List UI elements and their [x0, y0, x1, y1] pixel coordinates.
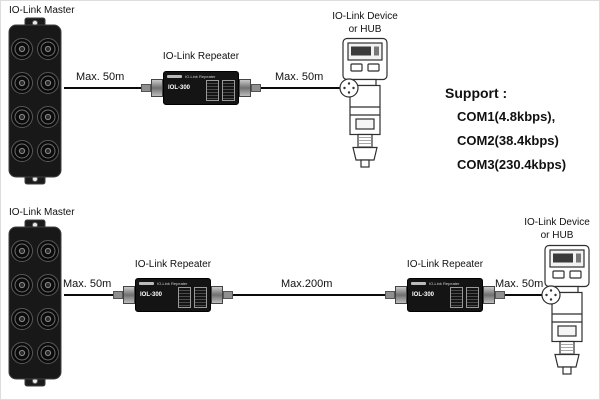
connection-wire — [505, 294, 544, 296]
connector-stub — [113, 291, 123, 299]
connector-nut — [395, 286, 407, 304]
distance-label: Max. 50m — [275, 71, 324, 83]
pin-table — [450, 287, 463, 308]
connector-stub — [251, 84, 261, 92]
pin-table — [466, 287, 479, 308]
brand-mark — [411, 282, 426, 285]
io-link-device-graphic — [541, 244, 590, 375]
connector-nut — [239, 79, 251, 97]
brand-mark — [167, 75, 182, 78]
connection-wire — [261, 87, 340, 89]
support-title: Support : — [445, 85, 508, 101]
master-label-bottom: IO-Link Master — [9, 207, 75, 218]
pin-table — [222, 80, 235, 101]
repeater-body-title: IO-Link Repeater — [157, 281, 188, 286]
support-com3: COM3(230.4kbps) — [457, 157, 567, 172]
repeater-model: IOL-300 — [140, 292, 163, 298]
pin-table — [194, 287, 207, 308]
device-label-line2: or HUB — [348, 23, 382, 35]
repeater-label: IO-Link Repeater — [134, 259, 212, 270]
connector-nut — [123, 286, 135, 304]
repeater-body: IO-Link Repeater IOL-300 — [135, 278, 211, 312]
m12-ports — [11, 240, 59, 364]
connection-wire — [64, 294, 113, 296]
connector-stub — [495, 291, 505, 299]
brand-mark — [139, 282, 154, 285]
device-label: IO-Link Device or HUB — [323, 11, 407, 36]
connector-nut — [211, 286, 223, 304]
io-link-repeater-unit: IO-Link Repeater IOL-300 — [113, 273, 233, 317]
device-label: IO-Link Device or HUB — [515, 217, 599, 242]
distance-label: Max. 50m — [76, 71, 125, 83]
connector-stub — [223, 291, 233, 299]
connector-nut — [151, 79, 163, 97]
connector-nut — [483, 286, 495, 304]
repeater-label: IO-Link Repeater — [162, 51, 240, 62]
device-label-line2: or HUB — [540, 229, 574, 241]
connection-wire — [233, 294, 385, 296]
master-label-top: IO-Link Master — [9, 5, 75, 16]
repeater-label: IO-Link Repeater — [406, 259, 484, 270]
distance-label: Max.200m — [281, 278, 333, 290]
connector-stub — [385, 291, 395, 299]
io-link-master-graphic — [8, 17, 62, 185]
support-note: Support : COM1(4.8kbps), COM2(38.4kbps) … — [445, 85, 566, 181]
io-link-device-graphic — [339, 37, 388, 168]
repeater-body-title: IO-Link Repeater — [429, 281, 460, 286]
repeater-body: IO-Link Repeater IOL-300 — [407, 278, 483, 312]
device-label-line1: IO-Link Device — [332, 11, 398, 22]
io-link-repeater-unit: IO-Link Repeater IOL-300 — [385, 273, 505, 317]
connection-wire — [64, 87, 141, 89]
repeater-model: IOL-300 — [168, 85, 191, 91]
repeater-body: IO-Link Repeater IOL-300 — [163, 71, 239, 105]
connector-stub — [141, 84, 151, 92]
repeater-model: IOL-300 — [412, 292, 435, 298]
m12-ports — [11, 38, 59, 162]
io-link-master-graphic — [8, 219, 62, 387]
io-link-repeater-unit: IO-Link Repeater IOL-300 — [141, 66, 261, 110]
support-com2: COM2(38.4kbps) — [457, 133, 559, 148]
repeater-body-title: IO-Link Repeater — [185, 74, 216, 79]
device-label-line1: IO-Link Device — [524, 217, 590, 228]
distance-label: Max. 50m — [63, 278, 112, 290]
support-com1: COM1(4.8kbps), — [457, 109, 556, 124]
pin-table — [178, 287, 191, 308]
pin-table — [206, 80, 219, 101]
distance-label: Max. 50m — [495, 278, 544, 290]
